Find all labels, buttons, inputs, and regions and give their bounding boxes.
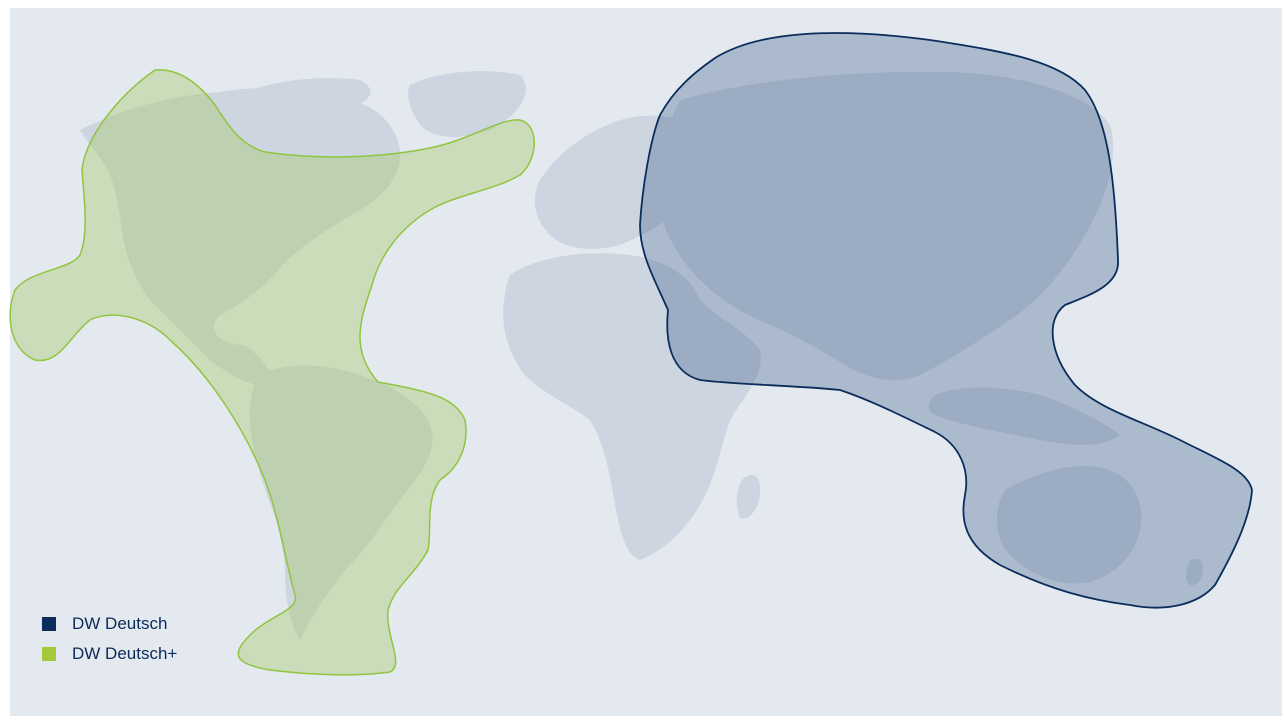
landmass-africa [503,253,761,560]
coverage-area-dw-deutsch [639,32,1253,609]
landmass-new-zealand [1185,558,1204,586]
coverage-area-dw-deutsch-plus [9,69,535,676]
landmass-madagascar [736,475,761,519]
legend-label: DW Deutsch+ [72,644,178,663]
landmass-asia [658,71,1114,381]
landmass-arctic-islands [240,78,371,111]
landmass-north-america [80,88,401,386]
map-legend: DW Deutsch DW Deutsch+ [42,612,177,672]
landmass-australia [996,466,1142,584]
legend-item-dw-deutsch: DW Deutsch [42,612,177,636]
legend-swatch-green [42,647,56,661]
legend-swatch-navy [42,617,56,631]
legend-label: DW Deutsch [72,614,168,633]
landmass-greenland [408,71,526,137]
landmass-south-america [249,365,433,640]
landmass-southeast-asia-islands [928,387,1120,445]
landmasses [80,71,1204,640]
legend-item-dw-deutsch-plus: DW Deutsch+ [42,642,177,666]
